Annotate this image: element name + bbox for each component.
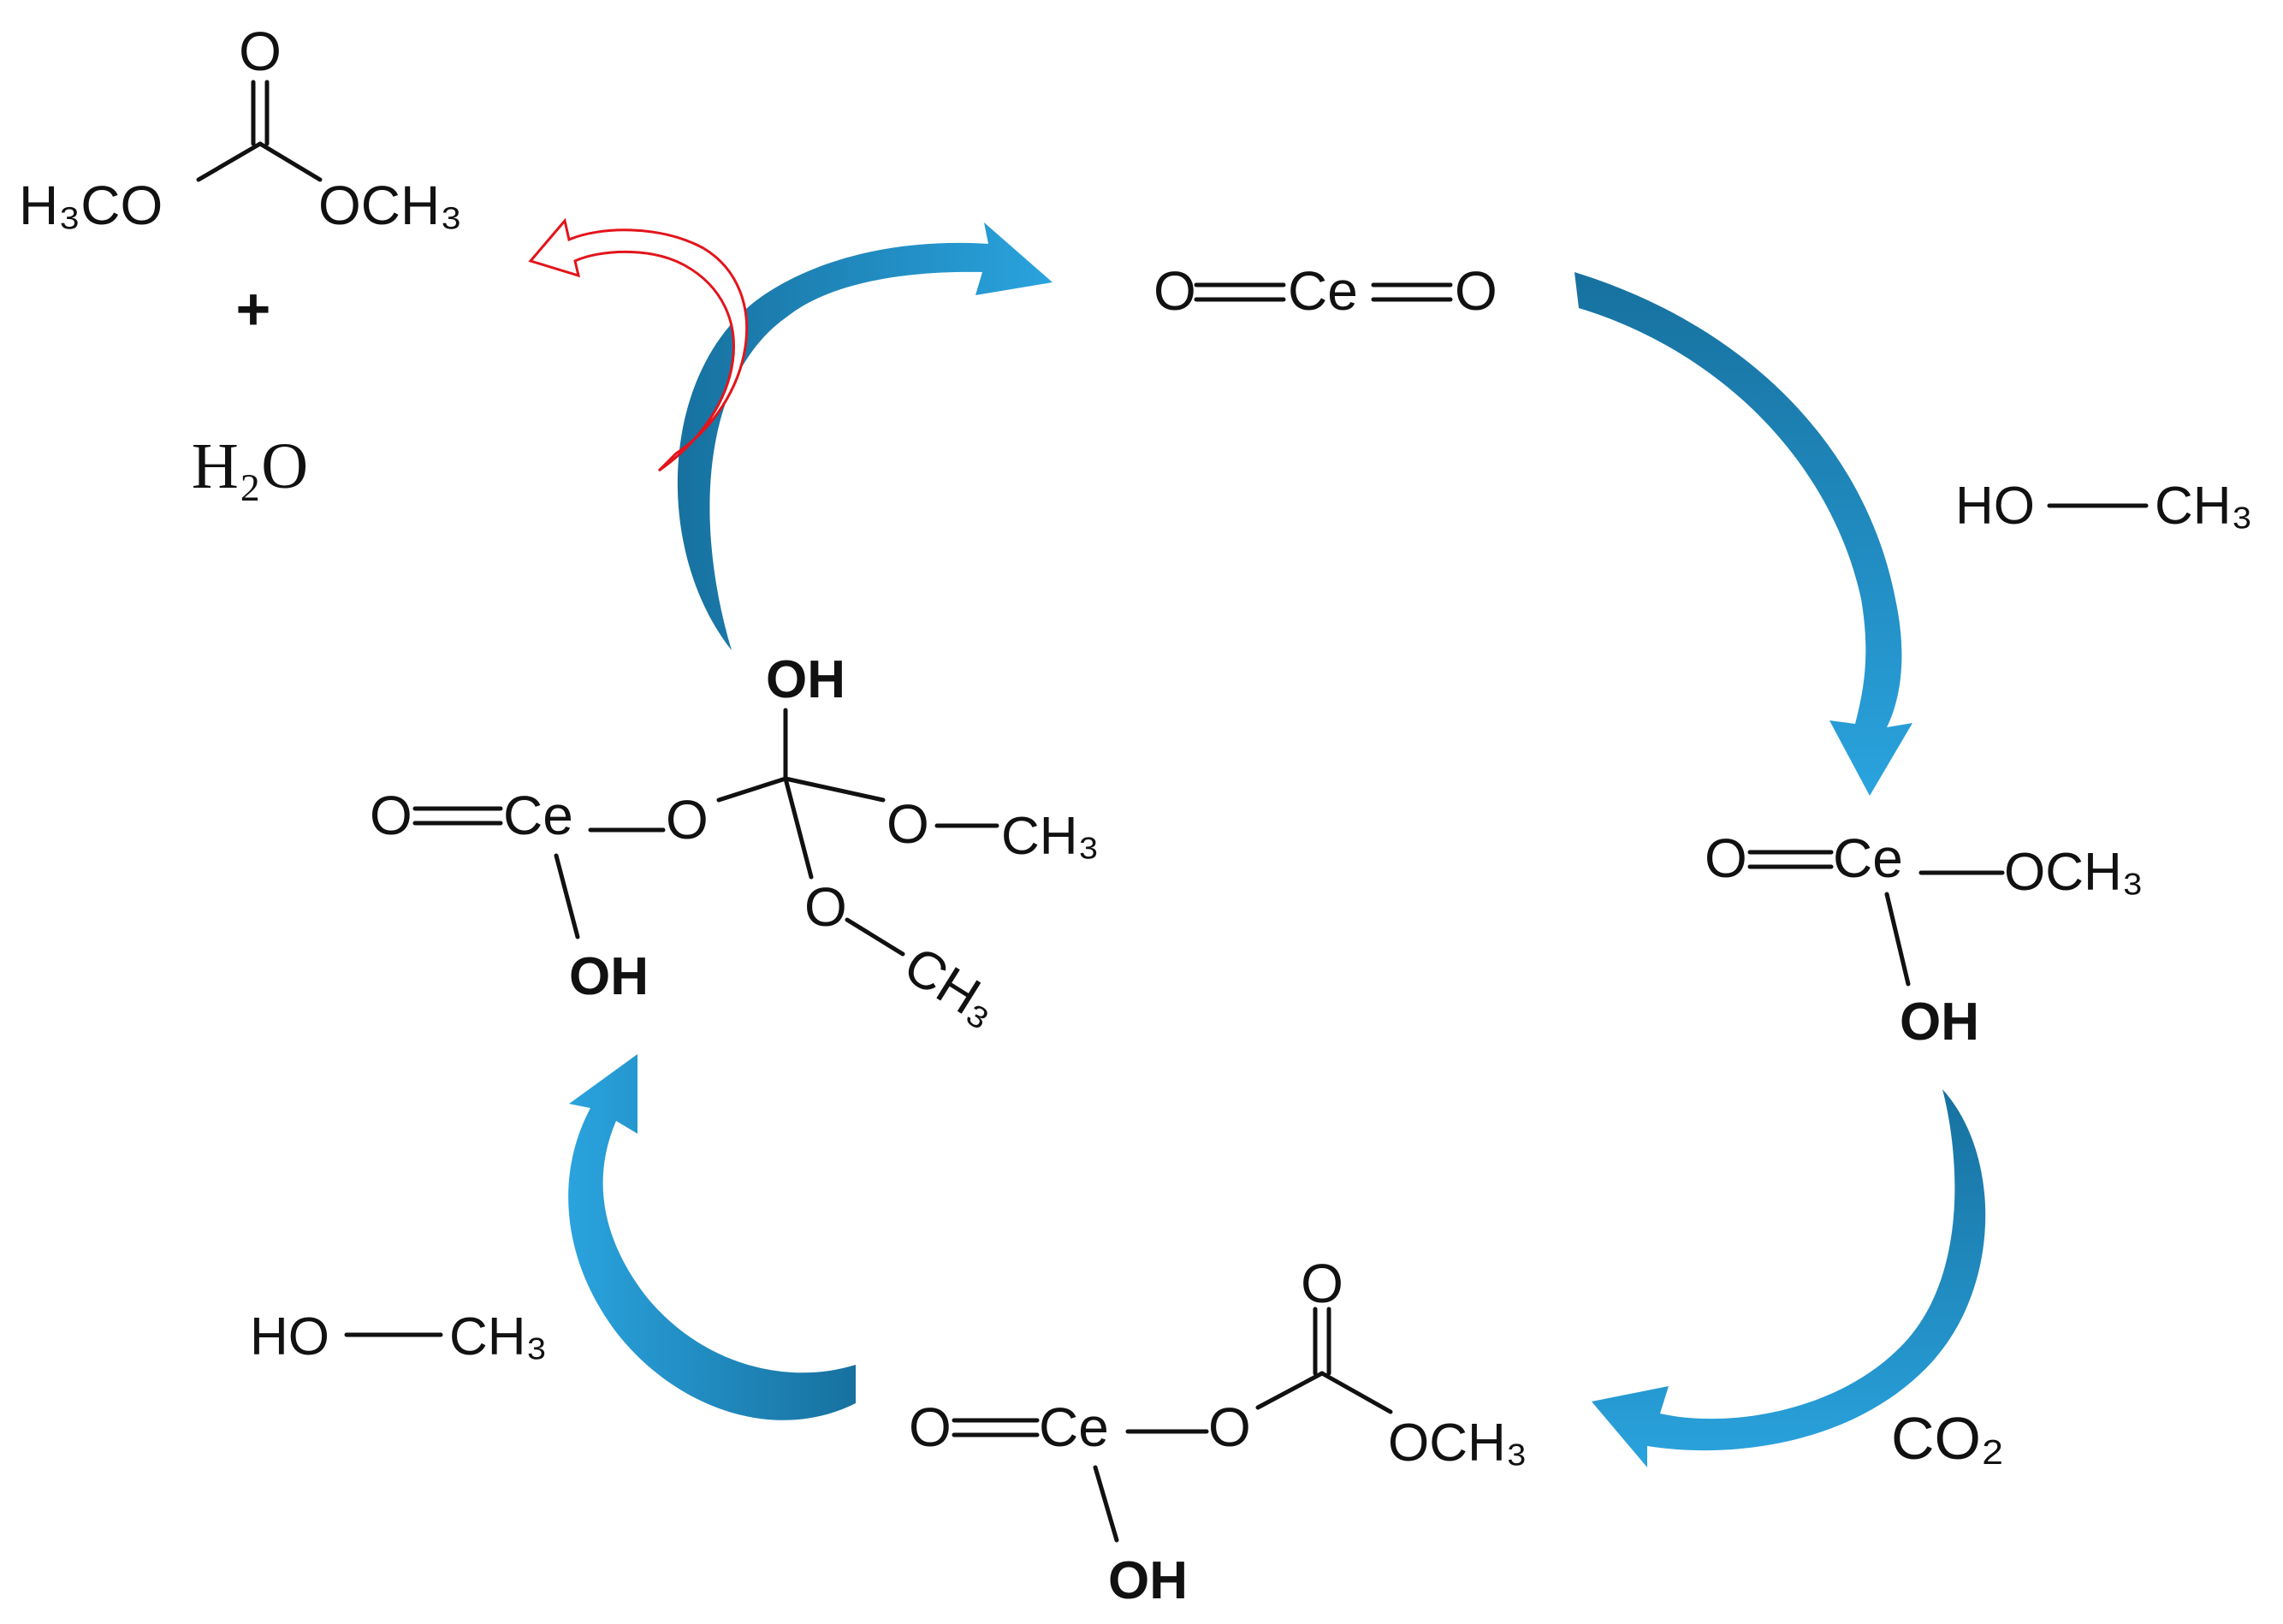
tetra-int-top-oh: OH <box>766 650 845 709</box>
cerium-methoxy-intermediate: O Ce OCH₃ OH <box>1705 827 2144 1052</box>
cycle-arrow-top-left <box>677 222 1053 650</box>
methoxy-int-och3: OCH₃ <box>2004 843 2144 902</box>
tetra-int-cerium: Ce <box>503 785 573 846</box>
tetra-int-down-oxygen: O <box>804 876 847 938</box>
tetra-int-down-ch3: CH₃ <box>894 935 1009 1037</box>
carbonate-int-oh: OH <box>1108 1551 1188 1610</box>
dimethyl-carbonate: O H₃CO OCH₃ <box>19 21 462 236</box>
tetra-int-o-c-bond <box>716 776 788 803</box>
ceo2-oxygen-right: O <box>1455 260 1497 322</box>
methanol-right: HO CH₃ <box>1955 477 2253 536</box>
tetrahedral-intermediate: O Ce O OH O CH₃ O CH₃ OH <box>370 650 1100 1038</box>
carbon-dioxide: CO₂ <box>1891 1405 2004 1472</box>
methanol-right-ch3: CH₃ <box>2155 477 2253 536</box>
carbonate-int-bridge-oxygen: O <box>1208 1396 1251 1458</box>
tetra-int-right-ch3: CH₃ <box>1001 807 1100 866</box>
ceo2-oxygen-left: O <box>1153 260 1196 322</box>
cerium-carbonate-intermediate: O Ce O O OCH₃ OH <box>909 1253 1527 1610</box>
tetra-int-oxygen: O <box>370 785 412 846</box>
plus-sign: + <box>236 276 271 342</box>
methoxy-int-oh: OH <box>1900 993 1979 1052</box>
dmc-carbonyl-oxygen: O <box>239 21 282 82</box>
methoxy-int-ce-oh-bond <box>1884 892 1911 987</box>
dmc-bond-right <box>258 141 323 182</box>
water-molecule: H₂O <box>192 430 308 502</box>
dmc-right-methoxy: OCH₃ <box>318 175 462 236</box>
product-release-arrow <box>528 217 749 472</box>
methanol-left-ch3: CH₃ <box>449 1307 548 1366</box>
cycle-arrow-bottom-left <box>568 1054 856 1420</box>
methanol-left: HO CH₃ <box>250 1307 548 1366</box>
tetra-int-oh: OH <box>569 947 649 1006</box>
methoxy-int-cerium: Ce <box>1833 827 1903 889</box>
tetra-int-c-o-down-bond <box>783 776 814 880</box>
carbonate-int-cerium: Ce <box>1039 1396 1109 1458</box>
tetra-int-c-o-right-bond <box>783 776 886 803</box>
dmc-left-methoxy: H₃CO <box>19 175 163 236</box>
methoxy-int-oxygen: O <box>1705 827 1747 889</box>
carbonate-int-och3: OCH₃ <box>1388 1414 1527 1473</box>
carbonate-int-o-c-bond <box>1255 1371 1325 1410</box>
methanol-left-ho: HO <box>250 1307 329 1366</box>
tetra-int-right-oxygen: O <box>887 793 929 855</box>
carbonate-int-carbonyl-oxygen: O <box>1301 1253 1343 1314</box>
carbonate-int-ce-oh-bond <box>1093 1465 1119 1543</box>
tetra-int-bridge-oxygen: O <box>666 789 709 851</box>
carbonate-int-oxygen: O <box>909 1396 952 1458</box>
cycle-arrow-bottom-right <box>1592 1089 1986 1467</box>
dmc-bond-left <box>196 141 263 182</box>
ceo2-cerium: Ce <box>1288 260 1358 322</box>
methanol-right-ho: HO <box>1955 477 2035 536</box>
cerium-dioxide: O Ce O <box>1153 260 1497 322</box>
tetra-int-ce-oh-bond <box>554 853 580 939</box>
cycle-arrow-top-right <box>1574 272 1912 796</box>
tetra-int-o-ch3-down-bond <box>845 917 905 957</box>
carbonate-int-c-o-bond <box>1319 1371 1393 1414</box>
